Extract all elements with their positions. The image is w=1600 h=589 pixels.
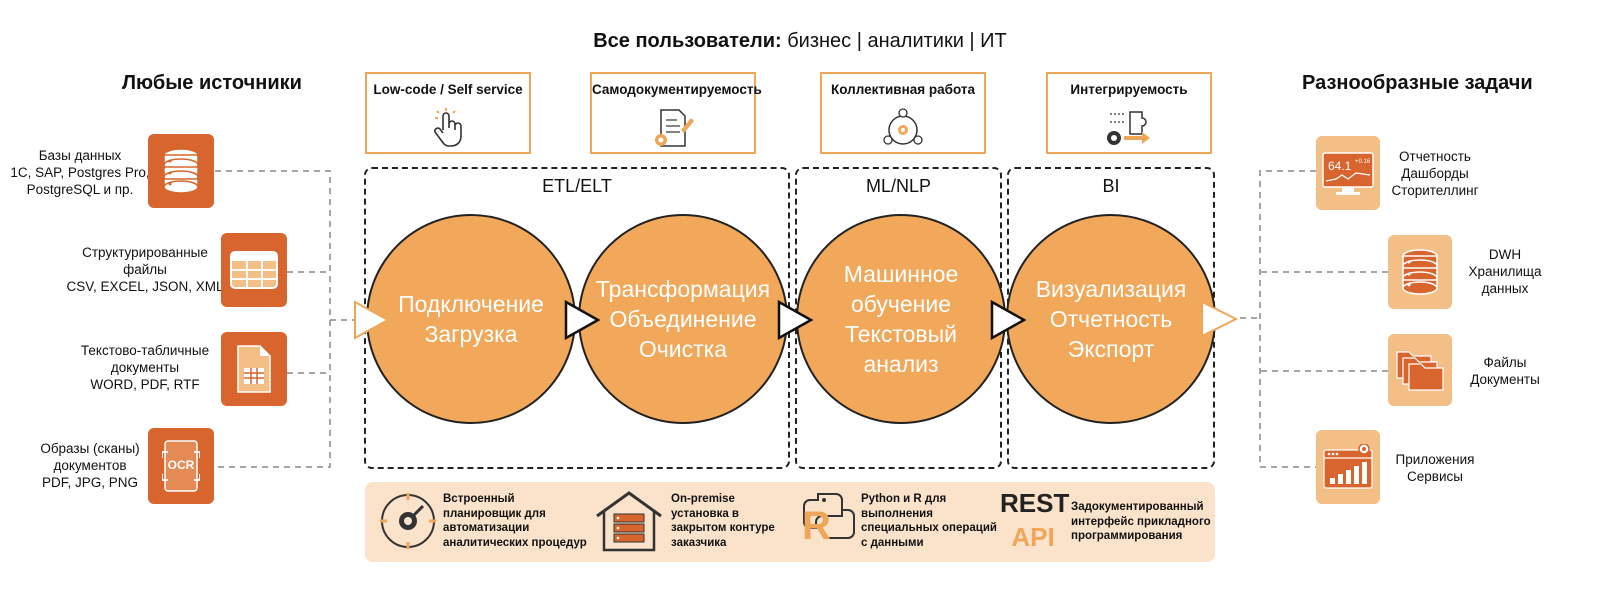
app-window-icon <box>1323 444 1373 489</box>
source-tile-databases <box>148 134 214 208</box>
source-tile-structured <box>221 233 287 307</box>
sources-title: Любые источники <box>122 72 302 94</box>
team-icon <box>883 108 923 145</box>
feature-label: Коллективная работа <box>830 82 975 97</box>
dashboard-delta: +0.16 <box>1355 159 1371 165</box>
feature-label: Самодокументируемость <box>592 82 762 97</box>
dashboard-monitor-icon: 64.1 +0.16 <box>1322 149 1374 197</box>
feature-label: Low-code / Self service <box>373 82 523 97</box>
arrow-icon <box>777 299 814 341</box>
destinations-title: Разнообразные задачи <box>1302 72 1533 94</box>
stage-label-ml: ML/NLP <box>865 176 932 196</box>
ocr-text: OCR <box>167 458 195 472</box>
r-letter: R <box>802 504 831 548</box>
page-title: Все пользователи: бизнес | аналитики | И… <box>0 30 1600 53</box>
api-text: API <box>1011 522 1055 552</box>
folders-icon <box>1396 351 1444 391</box>
hand-pointer-icon <box>434 108 462 147</box>
stage-label-etl: ETL/ELT <box>542 176 612 196</box>
table-icon <box>230 251 278 289</box>
feature-low-code: Low-code / Self service <box>365 72 531 154</box>
feature-integration: Интегрируемость <box>1046 72 1212 154</box>
source-tile-documents <box>221 332 287 406</box>
source-tile-scans: OCR <box>148 428 214 504</box>
document-pen-icon <box>655 109 694 147</box>
dest-tile-apps <box>1316 430 1380 504</box>
rest-text: REST <box>1000 488 1070 518</box>
arrow-icon <box>564 299 601 341</box>
feature-label: Интегрируемость <box>1070 82 1188 97</box>
feature-self-documenting: Самодокументируемость <box>590 72 762 154</box>
output-arrow-icon <box>1201 300 1239 338</box>
capabilities-band <box>365 482 1215 562</box>
server-house-icon <box>596 491 662 552</box>
database-icon <box>163 148 199 194</box>
dest-tile-files <box>1388 334 1452 406</box>
document-table-icon <box>237 345 271 393</box>
stage-label-bi: BI <box>1102 176 1120 196</box>
puzzle-gear-icon <box>1107 111 1150 145</box>
database-icon <box>1402 249 1438 295</box>
title-rest: бизнес | аналитики | ИТ <box>781 30 1007 52</box>
feature-collaboration: Коллективная работа <box>820 72 986 154</box>
rest-api-icon: REST API <box>1000 488 1070 554</box>
dashboard-value: 64.1 <box>1328 159 1352 173</box>
dest-tile-reports: 64.1 +0.16 <box>1316 136 1380 210</box>
input-arrow-icon <box>354 300 391 340</box>
title-bold: Все пользователи: <box>593 30 782 52</box>
python-r-icon: R <box>800 490 856 550</box>
ocr-icon: OCR <box>162 438 200 494</box>
arrow-icon <box>990 299 1027 341</box>
dest-tile-dwh <box>1388 235 1452 309</box>
scheduler-gear-icon <box>380 493 436 549</box>
